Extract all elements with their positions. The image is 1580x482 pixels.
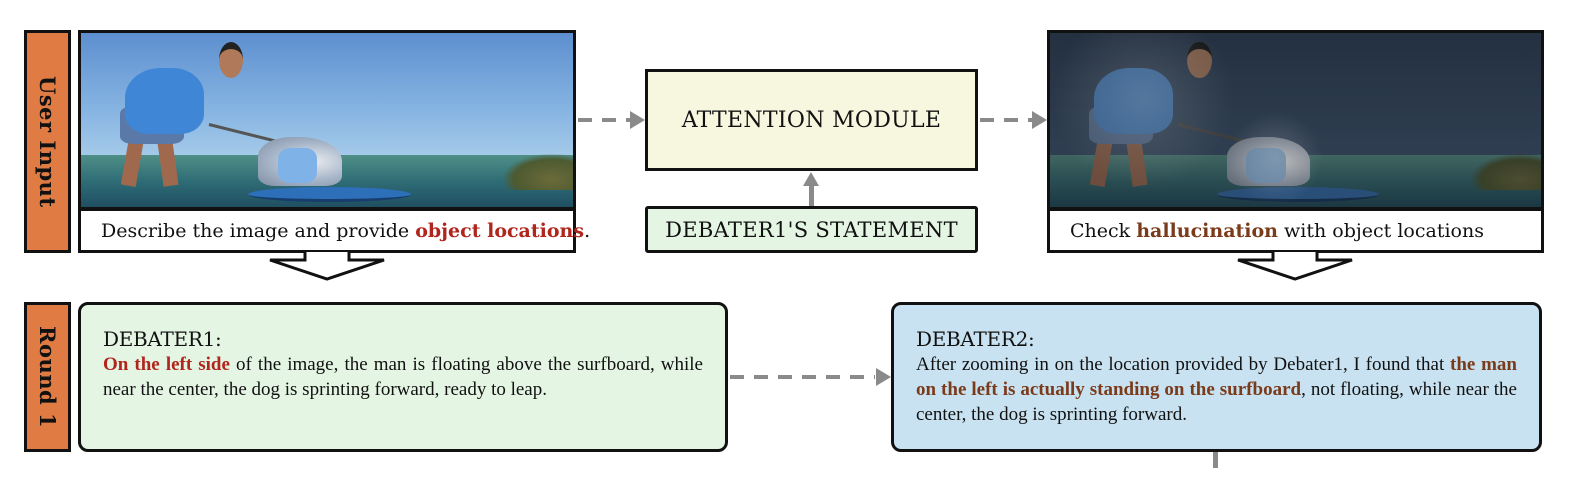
- debater1-statement-label: DEBATER1'S STATEMENT: [665, 217, 958, 242]
- attention-highlight-glow: [1050, 33, 1541, 207]
- row-label-user-input: User Input: [24, 30, 71, 253]
- input-prompt-suffix: .: [584, 219, 591, 242]
- debater2-prefix: After zooming in on the location provide…: [916, 354, 1450, 375]
- attention-module: ATTENTION MODULE: [645, 69, 978, 171]
- debater2-text: After zooming in on the location provide…: [916, 352, 1517, 427]
- debater1-highlight: On the left side: [103, 354, 230, 375]
- debater2-highlight: the man on the left is actually standing…: [916, 354, 1517, 400]
- dashed-connector-debater1-to-debater2: [730, 375, 875, 379]
- debater1-title: DEBATER1:: [103, 327, 222, 351]
- output-prompt-suffix: with object locations: [1278, 219, 1484, 242]
- input-image: [78, 30, 576, 210]
- output-prompt: Check hallucination with object location…: [1047, 208, 1544, 253]
- dashed-connector-attention-to-image: [980, 118, 1032, 122]
- down-arrow-icon: [1237, 252, 1353, 281]
- arrow-head-icon: [876, 368, 891, 386]
- debater2-card: DEBATER2: After zooming in on the locati…: [891, 302, 1542, 452]
- output-prompt-highlight: hallucination: [1136, 219, 1278, 242]
- arrow-head-icon: [630, 111, 645, 129]
- connector-next-round: [1213, 452, 1218, 468]
- debater2-title: DEBATER2:: [916, 327, 1035, 351]
- row-label-round-1: Round 1: [24, 302, 71, 452]
- down-arrow-icon: [269, 252, 385, 281]
- input-prompt-highlight: object locations: [415, 219, 585, 242]
- surfing-scene: [81, 33, 573, 207]
- connector-statement-to-attention: [809, 186, 814, 206]
- attention-module-label: ATTENTION MODULE: [681, 107, 942, 133]
- dashed-connector-image-to-attention: [578, 118, 630, 122]
- surfing-scene-attended: [1050, 33, 1541, 207]
- debater1-card: DEBATER1: On the left side of the image,…: [78, 302, 728, 452]
- debater1-statement-box: DEBATER1'S STATEMENT: [645, 206, 978, 253]
- attention-image: [1047, 30, 1544, 210]
- arrow-up-icon: [803, 172, 819, 186]
- row-label-round-1-text: Round 1: [35, 325, 60, 429]
- debater2-suffix: , not floating, while near the center, t…: [916, 379, 1517, 425]
- debater1-text: On the left side of the image, the man i…: [103, 352, 703, 402]
- debater1-body: of the image, the man is floating above …: [103, 354, 703, 400]
- output-prompt-prefix: Check: [1070, 219, 1137, 242]
- input-prompt-prefix: Describe the image and provide: [101, 219, 416, 242]
- arrow-head-icon: [1032, 111, 1047, 129]
- input-prompt: Describe the image and provide object lo…: [78, 208, 590, 253]
- row-label-user-input-text: User Input: [35, 75, 60, 208]
